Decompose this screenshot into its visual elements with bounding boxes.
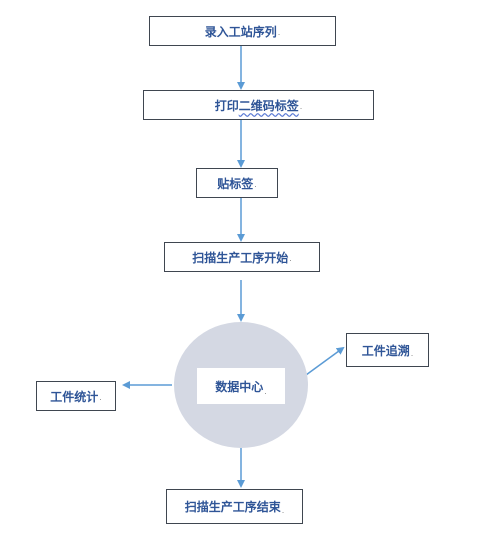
node-scan-end: 扫描生产工序结束. <box>166 489 303 524</box>
node-mark: . <box>254 180 257 189</box>
node-mark: . <box>281 506 285 515</box>
node-mark: . <box>277 28 281 37</box>
node-label: 数据中心 <box>215 379 264 394</box>
node-label: 工件追溯 <box>361 343 410 358</box>
node-mark: . <box>299 102 303 111</box>
node-label-prefix: 打印 <box>214 98 239 113</box>
node-print-label: 打印二维码标签. <box>143 90 374 120</box>
node-workpiece-stats: 工件统计. <box>36 381 116 411</box>
node-label-wavy: 二维码标签 <box>238 98 299 113</box>
node-mark: . <box>289 254 292 263</box>
node-label: 贴标签 <box>217 176 254 191</box>
node-apply-label: 贴标签. <box>196 168 278 198</box>
node-input-station-sequence: 录入工站序列. <box>149 16 336 46</box>
node-mark: . <box>99 393 102 402</box>
node-scan-start: 扫描生产工序开始. <box>164 242 320 272</box>
node-mark: . <box>410 349 414 358</box>
node-data-center: 数据中心. <box>197 368 285 404</box>
node-label: 扫描生产工序结束 <box>184 500 281 514</box>
node-workpiece-trace: 工件追溯. <box>346 333 429 367</box>
node-label: 扫描生产工序开始 <box>192 250 289 265</box>
node-mark: . <box>264 387 267 396</box>
node-label: 工件统计 <box>50 389 99 404</box>
node-label: 录入工站序列 <box>204 24 277 39</box>
arrow-center-trace <box>305 346 345 376</box>
